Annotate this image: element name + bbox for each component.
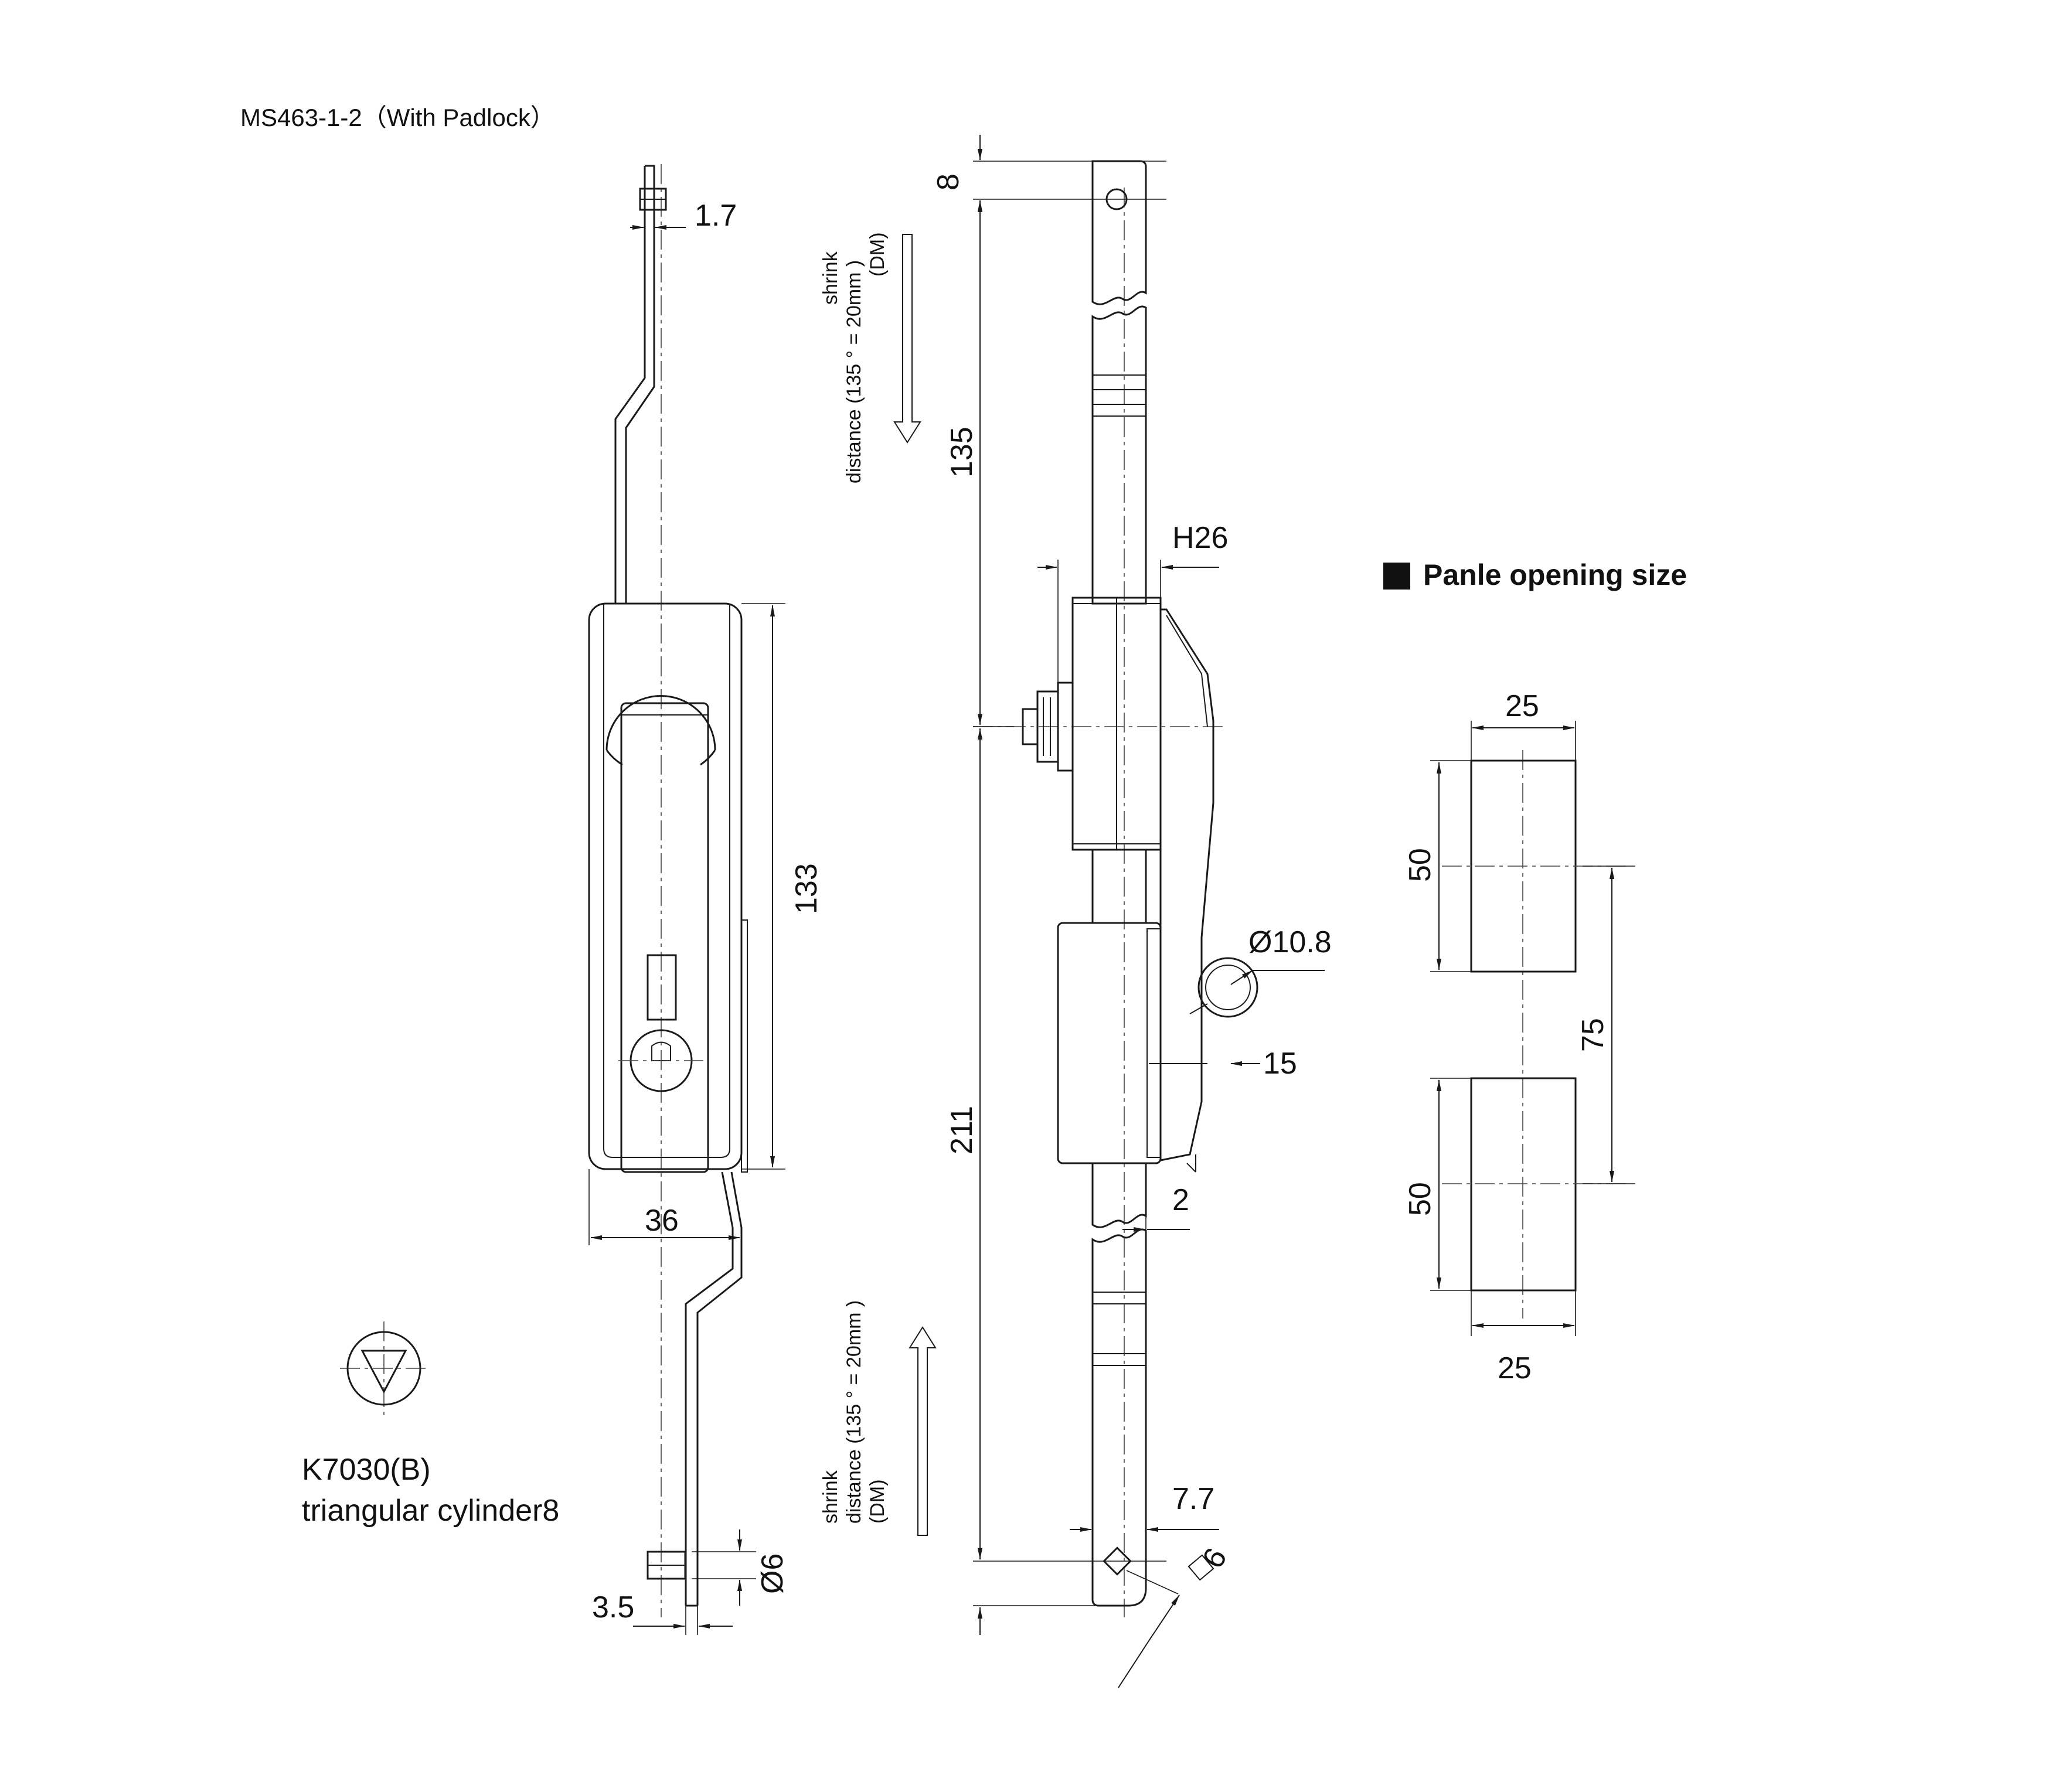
dim-label-panel-75: 75 [1576,1018,1610,1052]
drawing-title: MS463-1-2（With Padlock） [240,104,555,131]
side-bolt [1022,682,1074,772]
side-view: 8 135 H26 Ø10.8 15 [931,135,1332,1688]
side-housing [1071,597,1214,1173]
triangular-cylinder-symbol [340,1321,428,1415]
dim-square-hole: 6 [1118,1542,1234,1688]
side-lower-housing [1057,850,1162,1164]
dim-label-dia-6: Ø6 [756,1553,790,1594]
dim-label-135: 135 [945,427,979,478]
dim-label-211: 211 [945,1106,979,1154]
dim-top-rod-thickness: 1.7 [630,199,737,233]
dim-body-height: 133 [741,603,824,1170]
dim-rod-gap: 2 [1122,1183,1190,1236]
dim-label-panel-50-top: 50 [1403,848,1437,882]
top-rod [614,165,667,604]
panel-heading: Panle opening size [1423,558,1687,591]
dim-label-15: 15 [1263,1047,1297,1081]
dim-label-1-7: 1.7 [695,199,737,233]
panel-heading-square-icon [1383,563,1410,590]
arrow-up-icon [909,1326,937,1536]
dim-label-3-5: 3.5 [592,1590,634,1624]
shrink-top-line1: shrink [819,251,842,305]
dim-rod-width: 7.7 [1070,1482,1219,1547]
dim-label-panel-25-top: 25 [1505,689,1539,723]
dim-body-width: 36 [588,1169,742,1245]
square-symbol-icon [1188,1554,1214,1581]
shrink-top-line2: distance (135 ° = 20mm ) [843,260,865,483]
handle-housing [588,602,748,1173]
shrink-bottom-line2: distance (135 ° = 20mm ) [843,1300,865,1524]
shrink-bottom-line1: shrink [819,1470,842,1524]
dim-padlock-dia: Ø10.8 [1189,925,1332,1014]
dim-label-panel-25-bottom: 25 [1498,1351,1532,1385]
bottom-rod [647,1171,743,1607]
front-view: 1.7 133 36 Ø6 [588,164,824,1635]
shrink-annotation-bottom: shrink distance (135 ° = 20mm ) (DM) [819,1300,937,1536]
dim-bottom-rod-thickness: 3.5 [592,1590,733,1635]
shrink-annotation-top: shrink distance (135 ° = 20mm ) (DM) [819,232,921,483]
dim-label-dia-10-8: Ø10.8 [1248,925,1332,959]
shrink-bottom-line3: (DM) [866,1479,889,1524]
dim-label-36: 36 [645,1204,679,1238]
dim-label-7-7: 7.7 [1172,1482,1214,1516]
panel-opening: Panle opening size 25 50 75 50 [1383,558,1687,1385]
lower-rod [1091,1162,1147,1607]
cylinder-code: K7030(B) [302,1453,431,1487]
dim-label-panel-50-bottom: 50 [1403,1182,1437,1216]
dim-upper-length: 135 [945,200,1014,727]
dim-label-133: 133 [790,863,824,914]
arrow-down-icon [893,234,921,444]
cylinder-name: triangular cylinder8 [302,1494,559,1528]
dim-lower-length: 211 [945,728,1166,1562]
dim-padlock-offset: 15 [1149,1047,1297,1081]
dim-top-hole-offset: 8 [931,135,1166,229]
upper-rod [1091,160,1147,605]
dim-handle-height: H26 [1037,521,1228,683]
dim-label-8: 8 [931,173,965,190]
dim-label-2: 2 [1172,1183,1189,1217]
shrink-top-line3: (DM) [866,232,889,277]
dim-label-h26: H26 [1172,521,1228,555]
padlock-ring [1197,957,1258,1018]
dim-label-square-6: 6 [1196,1542,1234,1574]
dim-bottom-hole: Ø6 [692,1529,790,1606]
dim-bottom-end [973,1605,1096,1635]
panel-cutout-bottom [1470,1077,1577,1292]
